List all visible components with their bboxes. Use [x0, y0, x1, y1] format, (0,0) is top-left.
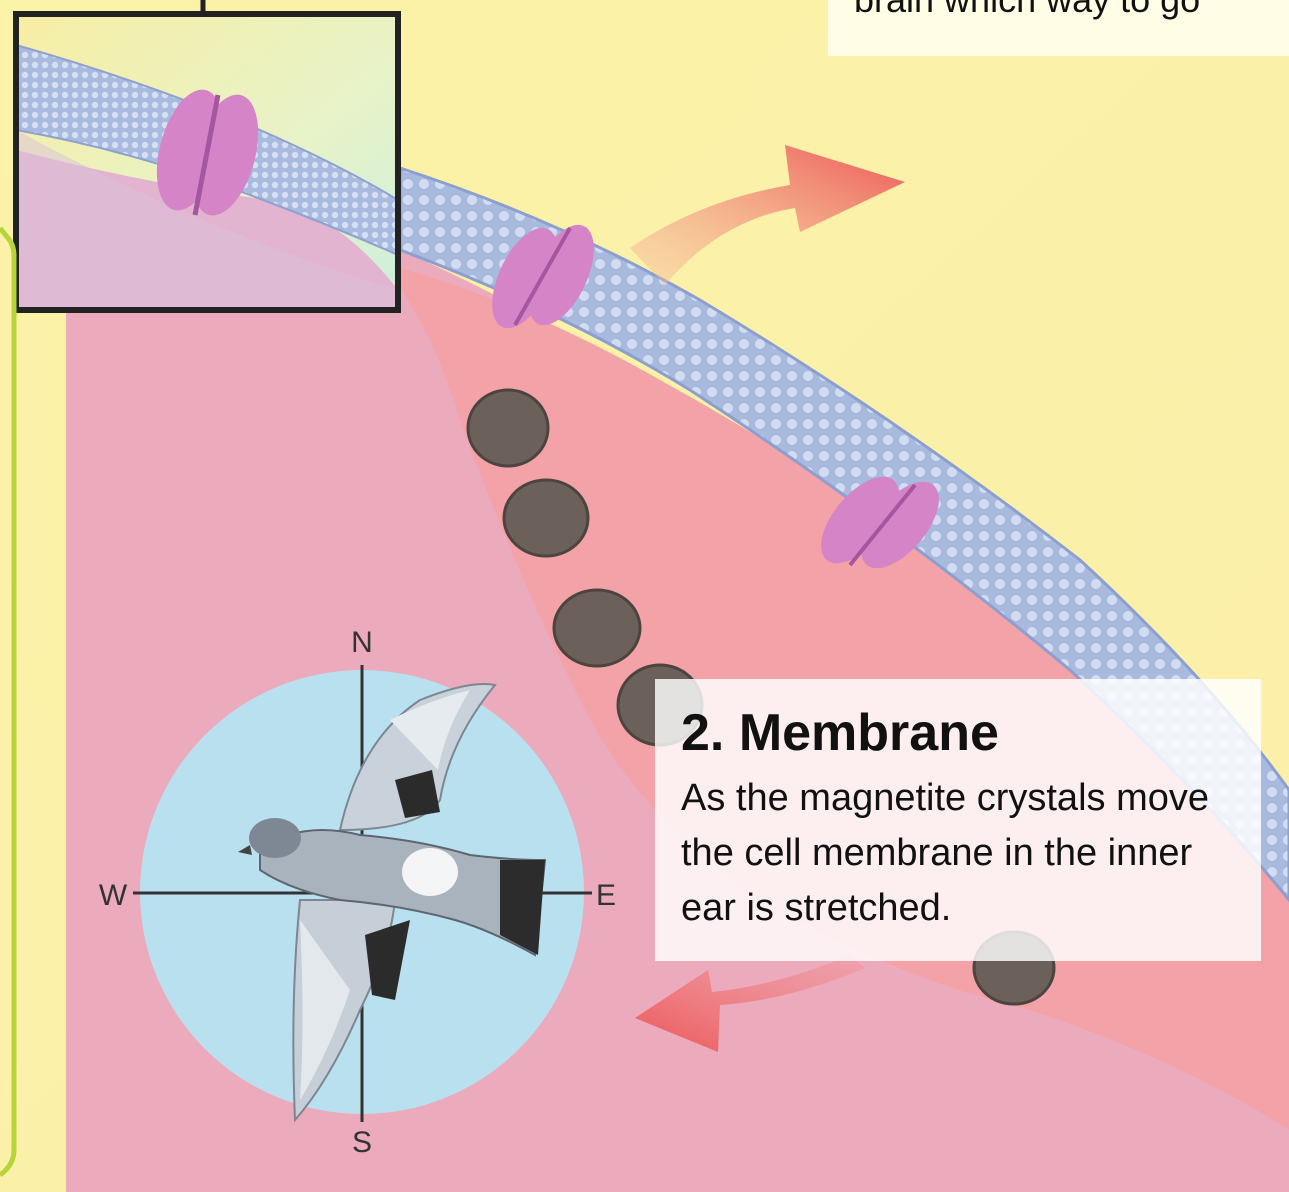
compass-west-label: W [99, 879, 128, 912]
membrane-magnified-inset [16, 14, 398, 310]
compass-east-label: E [596, 879, 616, 912]
previous-step-caption-text: brain which way to go [854, 0, 1200, 20]
membrane-callout-title: 2. Membrane [681, 703, 1261, 763]
magnetite-crystal [554, 590, 640, 666]
compass-north-label: N [351, 626, 373, 659]
previous-step-caption: brain which way to go [828, 0, 1289, 56]
membrane-callout: 2. Membrane As the magnetite crystals mo… [655, 679, 1261, 961]
magnetite-crystal [468, 390, 548, 466]
magnetite-crystal [504, 480, 588, 556]
compass-south-label: S [352, 1126, 372, 1159]
membrane-callout-body: As the magnetite crystals move the cell … [681, 771, 1241, 936]
